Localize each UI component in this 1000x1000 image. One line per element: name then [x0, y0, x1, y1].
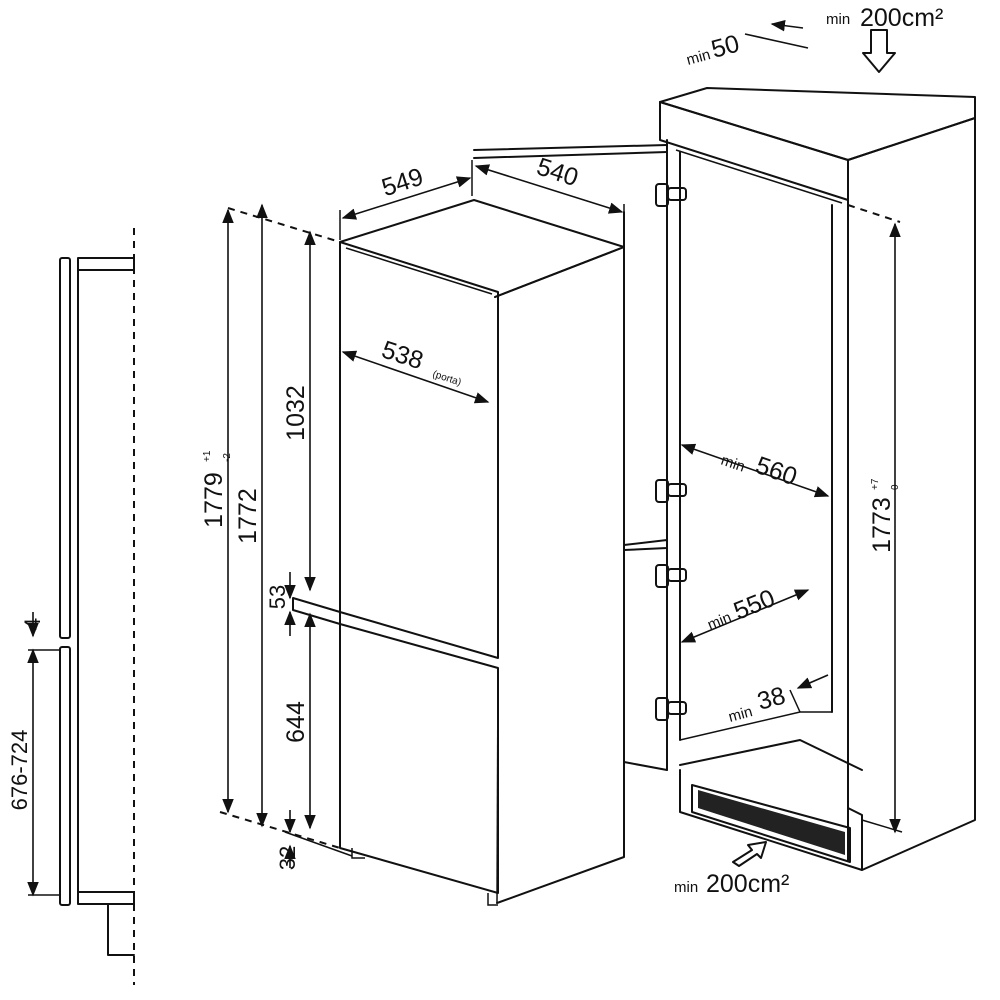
lower-door-profile — [59, 646, 71, 906]
bottom-plate — [77, 891, 135, 905]
cabinet-side — [861, 117, 976, 871]
dim-height-cabinet: 1772 — [234, 488, 262, 544]
dim-540-group: 540 — [474, 153, 625, 245]
appliance-upper-door — [339, 241, 499, 659]
dim-niche-width-lower: 550 — [730, 584, 779, 626]
min-label-vent-bottom: min — [674, 879, 698, 896]
dim-upper-door: 1032 — [282, 385, 310, 441]
tol-niche-upper: +7 — [870, 478, 881, 490]
vent-bottom-group: min 200cm² — [674, 841, 789, 898]
tol-height-lower: -2 — [222, 453, 233, 462]
dim-1773-group: 1773 +7 0 — [847, 204, 903, 834]
dim-top-depth: 50 — [708, 30, 742, 64]
vent-grille-fill — [698, 790, 845, 855]
dim-550-group: min 550 — [680, 584, 810, 643]
plinth — [107, 903, 135, 956]
dim-538-group: 538 (porta) — [341, 336, 490, 404]
appliance-lower-door — [339, 623, 499, 894]
vent-top-area: 200cm² — [860, 4, 943, 32]
vent-bottom-area: 200cm² — [706, 870, 789, 898]
vent-grille — [691, 784, 851, 863]
top-plate — [77, 257, 135, 271]
diagonal-arrow-icon — [732, 841, 767, 867]
min-label-38: min — [727, 703, 755, 726]
dim-niche-height: 1773 — [868, 497, 896, 553]
hinge-icon — [655, 479, 687, 503]
dim-38-group: min 38 — [727, 674, 829, 726]
dim-niche-width-upper: 560 — [752, 451, 801, 491]
dim-door-note: (porta) — [431, 369, 462, 389]
dim-height-total: 1779 — [200, 472, 228, 528]
side-profile: 4 676-724 — [7, 228, 135, 985]
dim-lower-door: 644 — [282, 701, 310, 743]
min-label-vent-top: min — [826, 11, 850, 28]
dim-door-width: 538 — [378, 336, 426, 376]
appliance-side — [494, 246, 625, 904]
min-label-50: min — [685, 46, 713, 69]
dim-depth-total: 549 — [378, 163, 426, 203]
appliance — [292, 199, 625, 906]
dim-side-range: 676-724 — [7, 730, 32, 811]
hinge-icon — [655, 564, 687, 588]
dim-560-group: min 560 — [680, 443, 830, 498]
appliance-top — [339, 199, 625, 298]
handle-gap — [292, 597, 341, 625]
min-label-550: min — [705, 609, 734, 634]
hinge-icon — [655, 183, 687, 207]
vertical-dims: 1779 +1 -2 1772 1032 53 644 32 — [200, 203, 353, 870]
dim-back-depth: 38 — [754, 682, 788, 716]
hinge-icon — [655, 697, 687, 721]
dim-side-gap: 4 — [20, 618, 45, 630]
dim-door-gap: 53 — [265, 585, 290, 609]
dim-base: 32 — [275, 846, 300, 870]
upper-door-profile — [59, 257, 71, 639]
dim-549-group: 549 — [339, 160, 473, 240]
down-arrow-icon — [862, 29, 896, 73]
vent-top-group: min 200cm² — [826, 4, 943, 73]
tol-niche-lower: 0 — [890, 484, 901, 490]
min-label-560: min — [719, 452, 747, 476]
tol-height-upper: +1 — [202, 450, 213, 462]
dim-50-group: min 50 — [685, 19, 809, 69]
cabinet-niche — [473, 87, 976, 871]
